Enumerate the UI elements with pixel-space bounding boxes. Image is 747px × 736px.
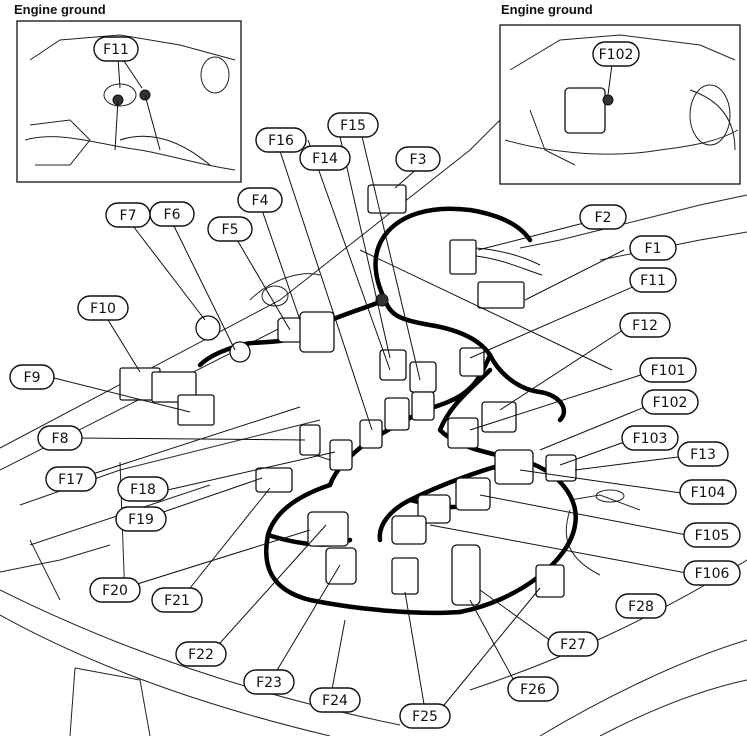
tag-F104: F104	[679, 479, 737, 505]
connector-tags: F1 F2 F3 F4 F5 F6 F7 F8 F9 F10 F11 F12 F…	[9, 112, 741, 729]
tag-F8: F8	[37, 425, 83, 451]
tag-F15: F15	[327, 112, 379, 138]
tag-F105: F105	[683, 522, 741, 548]
svg-text:F102: F102	[599, 47, 634, 63]
inset-engine-ground-left: Engine ground F11	[14, 2, 242, 183]
svg-text:F8: F8	[52, 431, 69, 447]
tag-F25: F25	[399, 703, 451, 729]
svg-text:F2: F2	[595, 210, 612, 226]
tag-F18: F18	[117, 476, 169, 502]
svg-text:F1: F1	[645, 241, 662, 257]
tag-F24: F24	[309, 687, 361, 713]
svg-text:F21: F21	[164, 593, 190, 609]
svg-text:F6: F6	[164, 207, 181, 223]
svg-text:F24: F24	[322, 693, 348, 709]
tag-F10: F10	[77, 295, 129, 321]
tag-F1: F1	[629, 235, 677, 261]
svg-text:F20: F20	[102, 583, 128, 599]
svg-text:F23: F23	[256, 675, 282, 691]
tag-F9: F9	[9, 364, 55, 390]
svg-text:F17: F17	[58, 472, 84, 488]
tag-F103: F103	[621, 425, 679, 451]
tag-F17: F17	[45, 466, 97, 492]
tag-F22: F22	[175, 641, 227, 667]
svg-text:F18: F18	[130, 482, 156, 498]
tag-F3: F3	[395, 146, 441, 172]
tag-F19: F19	[115, 506, 167, 532]
svg-text:F3: F3	[410, 152, 427, 168]
tag-F4: F4	[237, 187, 283, 213]
svg-text:F11: F11	[103, 42, 129, 58]
tag-F7: F7	[105, 202, 151, 228]
svg-text:F27: F27	[560, 637, 586, 653]
svg-text:F11: F11	[640, 273, 666, 289]
svg-text:F10: F10	[90, 301, 116, 317]
tag-F102-inset: F102	[592, 41, 640, 67]
tag-F13: F13	[677, 441, 729, 467]
inset-heading: Engine ground	[14, 2, 106, 17]
tag-F11: F11	[629, 267, 677, 293]
svg-text:F14: F14	[312, 151, 338, 167]
svg-text:F15: F15	[340, 118, 366, 134]
svg-text:F102: F102	[653, 395, 688, 411]
tag-F5: F5	[207, 216, 253, 242]
svg-text:F103: F103	[633, 431, 668, 447]
svg-text:F28: F28	[628, 599, 654, 615]
leader-lines	[53, 127, 693, 711]
tag-F12: F12	[619, 312, 671, 338]
tag-F21: F21	[151, 587, 203, 613]
tag-F23: F23	[243, 669, 295, 695]
tag-F28: F28	[615, 593, 667, 619]
tag-F102: F102	[641, 389, 699, 415]
svg-text:F5: F5	[222, 222, 239, 238]
svg-text:F9: F9	[24, 370, 41, 386]
inset-heading: Engine ground	[501, 2, 593, 17]
connector-bodies	[119, 184, 577, 606]
tag-F14: F14	[299, 145, 351, 171]
tag-F26: F26	[507, 676, 559, 702]
tag-F101: F101	[639, 357, 697, 383]
tag-F11-inset: F11	[93, 36, 139, 62]
svg-text:F26: F26	[520, 682, 546, 698]
svg-text:F106: F106	[695, 566, 730, 582]
svg-text:F4: F4	[252, 193, 269, 209]
tag-F27: F27	[547, 631, 599, 657]
svg-text:F7: F7	[120, 208, 137, 224]
svg-text:F19: F19	[128, 512, 154, 528]
inset-engine-ground-right: Engine ground F102	[499, 2, 741, 185]
tag-F16: F16	[255, 127, 307, 153]
tag-F2: F2	[579, 204, 627, 230]
tag-F20: F20	[89, 577, 141, 603]
svg-text:F104: F104	[691, 485, 726, 501]
svg-text:F105: F105	[695, 528, 730, 544]
svg-text:F12: F12	[632, 318, 658, 334]
tag-F106: F106	[683, 560, 741, 586]
svg-text:F22: F22	[188, 647, 214, 663]
svg-text:F25: F25	[412, 709, 438, 725]
tag-F6: F6	[149, 201, 195, 227]
svg-text:F13: F13	[690, 447, 716, 463]
svg-text:F101: F101	[651, 363, 686, 379]
svg-text:F16: F16	[268, 133, 294, 149]
